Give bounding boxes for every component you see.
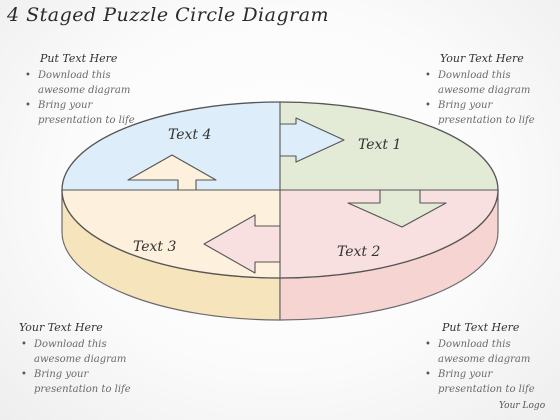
disc-outline bbox=[61, 101, 499, 279]
callout-heading: Put Text Here bbox=[442, 321, 520, 334]
callout-heading: Your Text Here bbox=[440, 52, 524, 65]
piece-label-4: Text 4 bbox=[168, 127, 211, 143]
arrow-right-icon bbox=[280, 117, 345, 163]
piece-label-3: Text 3 bbox=[133, 239, 177, 255]
arrow-left-icon bbox=[203, 214, 280, 274]
arrow-down-icon bbox=[347, 189, 447, 228]
callout-heading: Put Text Here bbox=[40, 52, 118, 65]
logo-text: Your Logo bbox=[499, 401, 546, 411]
page-title: 4 Staged Puzzle Circle Diagram bbox=[7, 4, 330, 26]
piece-label-2: Text 2 bbox=[337, 244, 381, 260]
callout-heading: Your Text Here bbox=[19, 321, 103, 334]
piece-label-1: Text 1 bbox=[358, 137, 401, 153]
